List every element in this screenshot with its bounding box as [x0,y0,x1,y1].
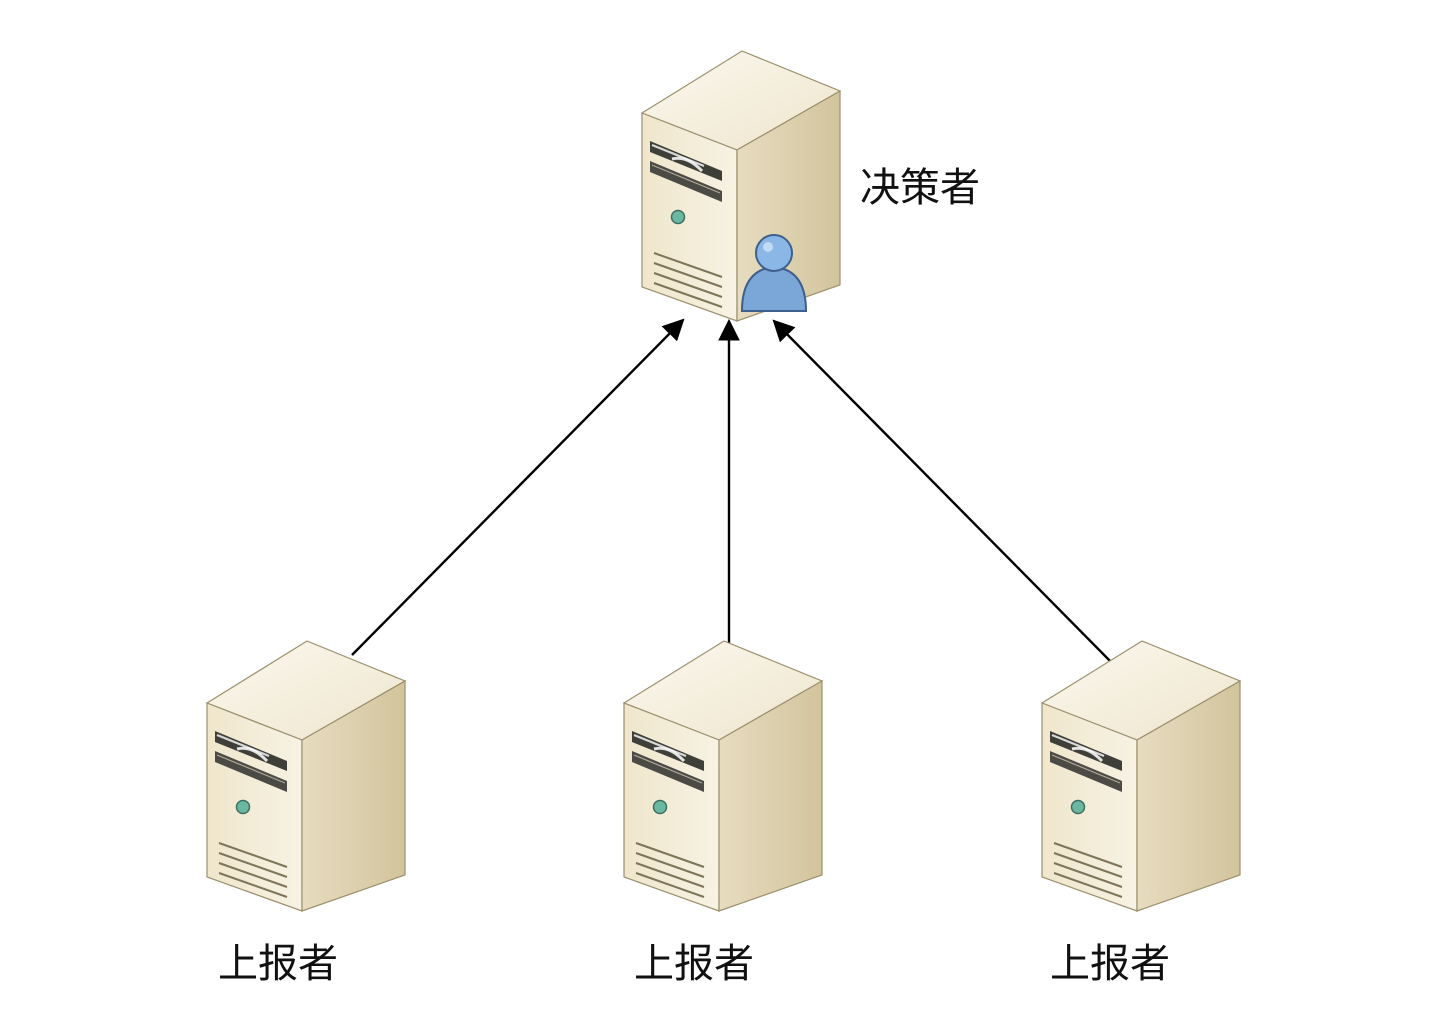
reporter-server-2 [622,639,824,913]
decider-label: 决策者 [860,165,980,211]
reporter-server-1 [205,639,407,913]
reporter-2-label: 上报者 [634,941,754,987]
arrow-reporter-3-to-decider [772,319,1117,668]
reporter-server-3 [1040,639,1242,913]
reporter-3-label: 上报者 [1050,941,1170,987]
decider-server [640,49,842,323]
user-icon [740,234,808,312]
arrow-reporter-1-to-decider [351,318,685,656]
reporter-1-label: 上报者 [218,941,338,987]
